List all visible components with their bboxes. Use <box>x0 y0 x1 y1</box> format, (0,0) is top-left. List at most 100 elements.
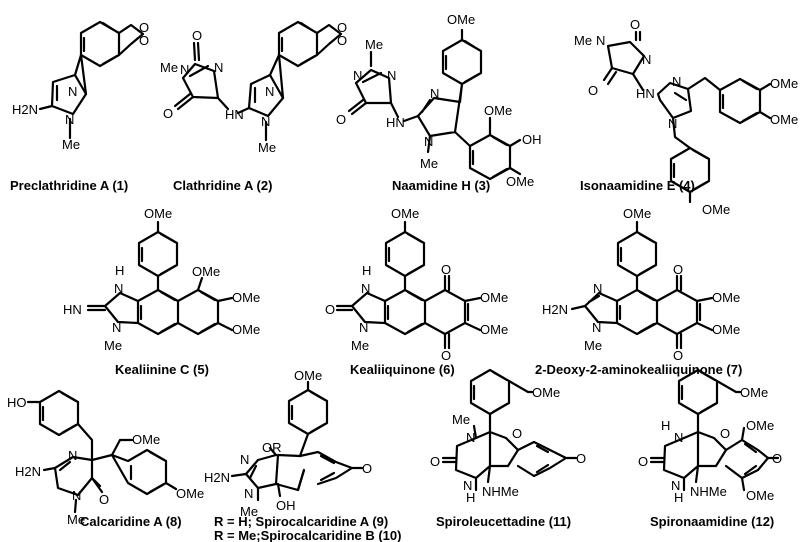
compound-caption: Spiroleucettadine (11) <box>436 514 571 529</box>
atom-label: N <box>112 320 121 335</box>
atom-label: H2N <box>204 470 230 485</box>
atom-label: O <box>139 20 149 35</box>
atom-label: O <box>336 112 346 127</box>
atom-label: O <box>673 262 683 277</box>
compound-caption: Clathridine A (2) <box>173 178 272 193</box>
compound-caption: Kealiiquinone (6) <box>350 362 455 377</box>
atom-label: OMe <box>484 103 512 118</box>
atom-label: OMe <box>770 76 798 91</box>
compound-11: OMe Me N O O N H NHMe O Spiroleucettadin… <box>430 368 586 529</box>
atom-label: HO <box>7 395 27 410</box>
atom-label: OMe <box>506 174 534 189</box>
atom-label: O <box>576 451 586 466</box>
compound-1: O O H2N N N Me Preclathridine A (1) <box>10 20 149 193</box>
atom-label: OMe <box>480 290 508 305</box>
atom-label: O <box>441 262 451 277</box>
atom-label: OMe <box>391 206 419 221</box>
atom-label: OMe <box>740 385 768 400</box>
atom-label: N <box>593 281 602 296</box>
atom-label: H <box>115 263 124 278</box>
atom-label: O <box>430 454 440 469</box>
atom-label: OMe <box>712 322 740 337</box>
compound-8: HO OMe H2N N N Me O OMe Calcaridine A (8… <box>7 389 204 529</box>
atom-label: NHMe <box>482 484 519 499</box>
atom-label: H <box>674 490 683 505</box>
atom-label: Me <box>258 140 276 155</box>
atom-label: Me <box>574 33 592 48</box>
atom-label: Me <box>452 412 470 427</box>
compound-caption: 2-Deoxy-2-aminokealiiquinone (7) <box>535 362 742 377</box>
atom-label: N <box>65 112 74 127</box>
atom-label: O <box>99 492 109 507</box>
atom-label: N <box>424 134 433 149</box>
compound-caption: Naamidine H (3) <box>392 178 490 193</box>
atom-label: H2N <box>12 102 38 117</box>
compound-caption: R = Me;Spirocalcaridine B (10) <box>214 528 401 542</box>
atom-label: N <box>72 488 81 503</box>
atom-label: N <box>361 281 370 296</box>
compound-6: OMe H N O N Me O O OMe OMe Kealiiquinone… <box>325 206 508 377</box>
atom-label: N <box>596 33 605 48</box>
atom-label: N <box>642 52 651 67</box>
atom-label: N <box>359 320 368 335</box>
atom-label: O <box>673 348 683 363</box>
atom-label: N <box>240 452 249 467</box>
atom-label: N <box>672 74 681 89</box>
atom-label: O <box>163 106 173 121</box>
atom-label: O <box>139 33 149 48</box>
atom-label: NHMe <box>690 484 727 499</box>
atom-label: N <box>463 478 472 493</box>
compound-4: O Me N N O HN N N OMe OMe OMe Isonaamidi… <box>574 17 798 217</box>
atom-label: N <box>265 84 274 99</box>
atom-label: N <box>180 62 189 77</box>
atom-label: N <box>214 60 223 75</box>
atom-label: Me <box>62 137 80 152</box>
compound-5: OMe H N HN N Me OMe OMe OMe Kealiinine C… <box>63 206 260 377</box>
atom-label: O <box>772 451 782 466</box>
atom-label: O <box>512 426 522 441</box>
atom-label: HN <box>63 302 82 317</box>
atom-label: OMe <box>702 202 730 217</box>
atom-label: OMe <box>176 486 204 501</box>
compound-caption: Spironaamidine (12) <box>650 514 774 529</box>
atom-label: O <box>192 28 202 43</box>
atom-label: Me <box>365 37 383 52</box>
atom-label: N <box>387 68 396 83</box>
compound-9-10: OMe N OR H2N N Me OH O R = H; Spirocalca… <box>204 368 401 542</box>
atom-label: OR <box>262 440 282 455</box>
compound-7: OMe H2N N N Me O O OMe OMe 2-Deoxy-2-ami… <box>535 206 742 377</box>
atom-label: O <box>337 33 347 48</box>
atom-label: OMe <box>746 418 774 433</box>
compound-caption: R = H; Spirocalcaridine A (9) <box>214 514 388 529</box>
atom-label: OMe <box>294 368 322 383</box>
compound-caption: Preclathridine A (1) <box>10 178 128 193</box>
atom-label: OMe <box>132 432 160 447</box>
atom-label: H <box>466 490 475 505</box>
atom-label: N <box>68 84 77 99</box>
atom-label: OMe <box>192 264 220 279</box>
atom-label: O <box>638 454 648 469</box>
compound-caption: Calcaridine A (8) <box>80 514 182 529</box>
atom-label: Me <box>420 156 438 171</box>
atom-label: Me <box>104 338 122 353</box>
compound-caption: Isonaamidine E (4) <box>580 178 695 193</box>
atom-label: Me <box>160 60 178 75</box>
atom-label: HN <box>386 115 405 130</box>
compound-3: OMe Me N N O HN N N Me OMe OH OMe Naamid… <box>336 12 542 193</box>
atom-label: HN <box>636 86 655 101</box>
atom-label: N <box>353 68 362 83</box>
atom-label: OMe <box>480 322 508 337</box>
compound-caption: Kealiinine C (5) <box>115 362 209 377</box>
atom-label: N <box>674 430 683 445</box>
atom-label: O <box>441 348 451 363</box>
atom-label: O <box>337 20 347 35</box>
atom-label: OMe <box>770 112 798 127</box>
atom-label: N <box>430 86 439 101</box>
atom-label: Me <box>351 338 369 353</box>
atom-label: OMe <box>232 290 260 305</box>
compound-12: OMe H N O O OMe N H NHMe O OMe Spironaam… <box>638 368 782 529</box>
atom-label: N <box>244 486 253 501</box>
atom-label: N <box>668 116 677 131</box>
compound-2: O Me N N O HN N N Me O O Clathridine A (… <box>160 20 347 193</box>
